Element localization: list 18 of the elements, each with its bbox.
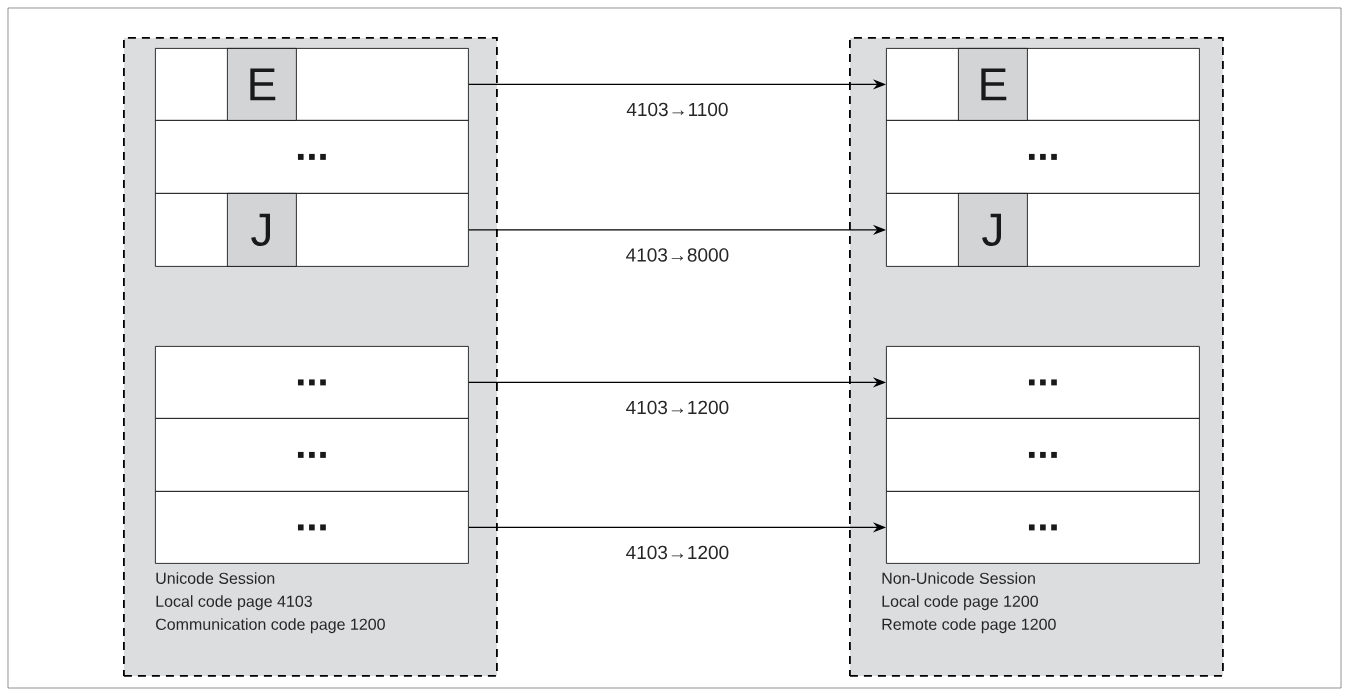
table-row: ... bbox=[155, 346, 469, 419]
edge-label: 4103→1200 bbox=[623, 543, 732, 562]
session-caption: Non-Unicode Session Local code page 1200 Remote code page 1200 bbox=[882, 572, 1056, 634]
letter-cell: J bbox=[227, 193, 297, 267]
letter-cell: J bbox=[958, 193, 1028, 267]
table-row: ... bbox=[886, 120, 1200, 194]
letter-cell: E bbox=[227, 48, 297, 121]
table-row: ... bbox=[886, 418, 1200, 492]
letter-cell: E bbox=[958, 48, 1028, 121]
table-row: ... bbox=[155, 491, 469, 564]
table-row: ... bbox=[886, 491, 1200, 564]
edge-label: 4103→1200 bbox=[623, 398, 732, 417]
session-caption: Unicode Session Local code page 4103 Communication code page 1200 bbox=[156, 572, 385, 634]
edge-label: 4103→8000 bbox=[623, 246, 732, 264]
table-row: ... bbox=[886, 346, 1200, 419]
table-row: ... bbox=[155, 418, 469, 492]
table-row: ... bbox=[155, 120, 469, 194]
edge-label: 4103→1100 bbox=[624, 100, 731, 119]
